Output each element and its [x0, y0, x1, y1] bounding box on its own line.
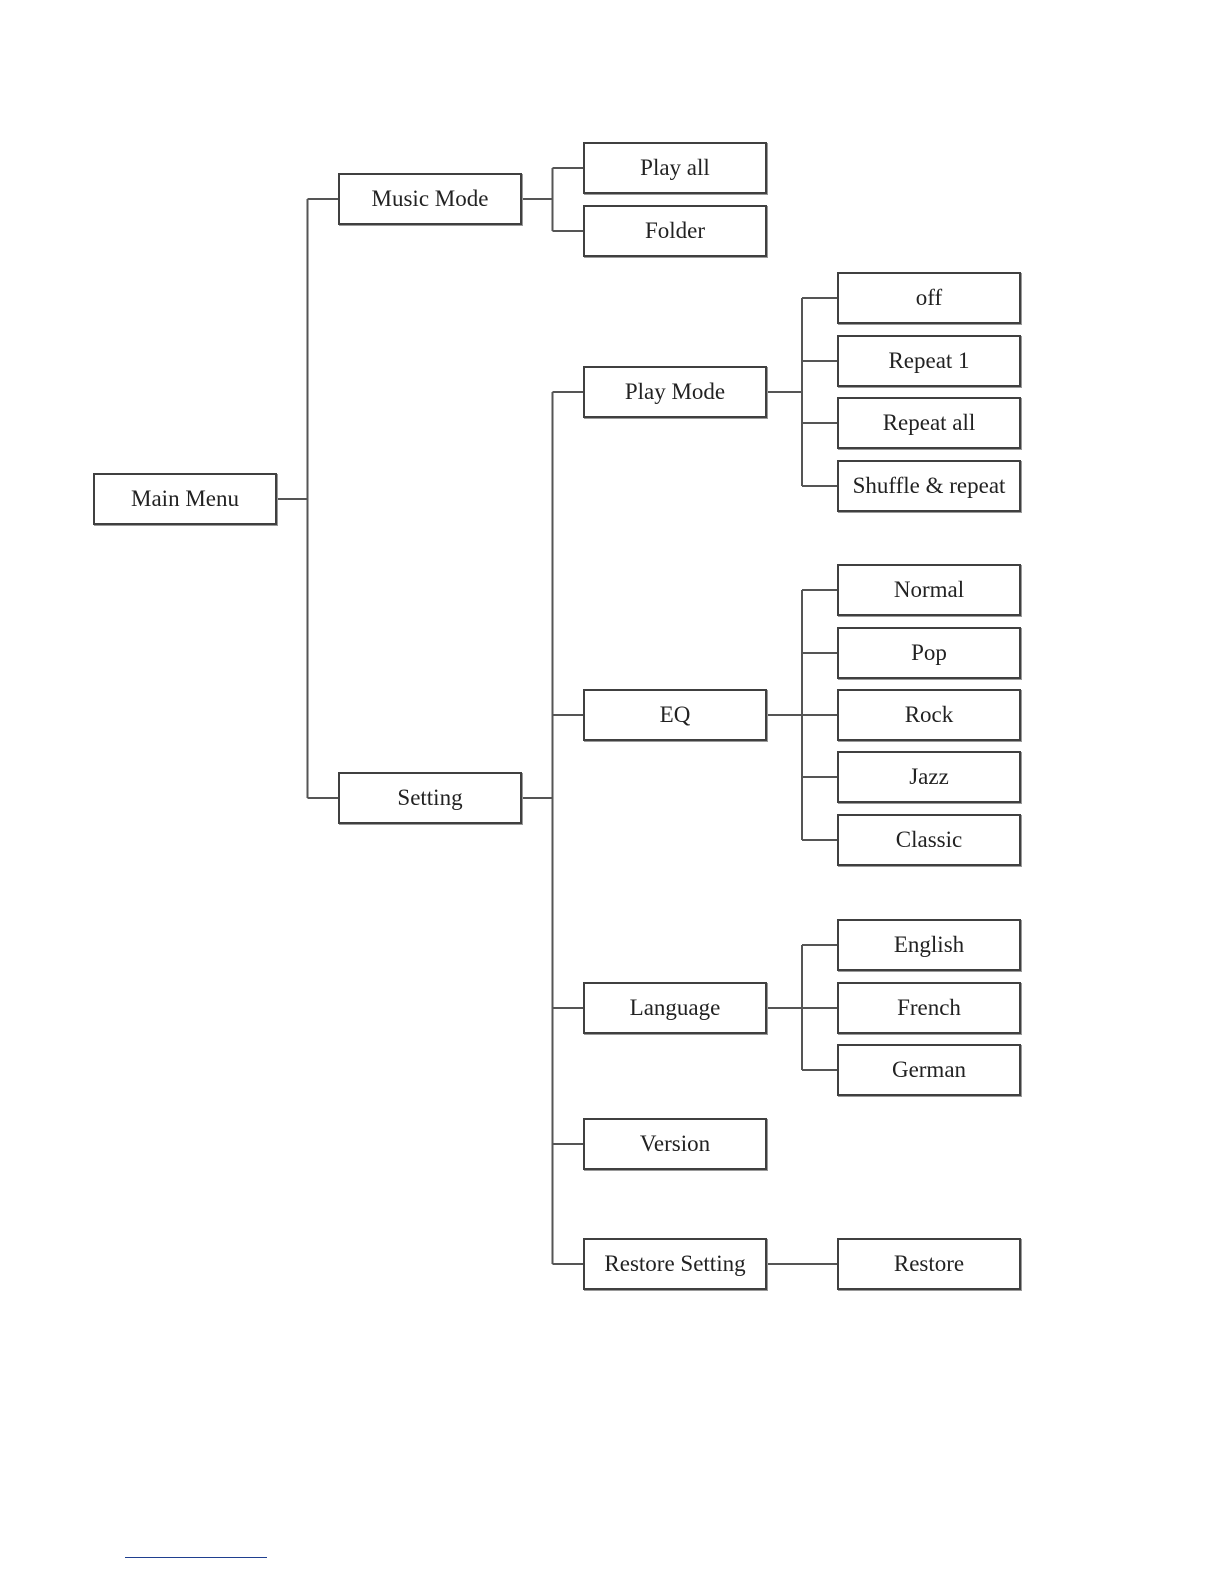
node-pop: Pop	[837, 627, 1021, 679]
node-off: off	[837, 272, 1021, 324]
node-main-menu: Main Menu	[93, 473, 277, 525]
node-setting: Setting	[338, 772, 522, 824]
node-french: French	[837, 982, 1021, 1034]
node-english: English	[837, 919, 1021, 971]
node-shuffle-repeat: Shuffle & repeat	[837, 460, 1021, 512]
node-restore: Restore	[837, 1238, 1021, 1290]
node-play-all: Play all	[583, 142, 767, 194]
node-version: Version	[583, 1118, 767, 1170]
node-german: German	[837, 1044, 1021, 1096]
node-normal: Normal	[837, 564, 1021, 616]
node-repeat-all: Repeat all	[837, 397, 1021, 449]
node-rock: Rock	[837, 689, 1021, 741]
footnote-rule	[125, 1557, 267, 1558]
node-jazz: Jazz	[837, 751, 1021, 803]
node-language: Language	[583, 982, 767, 1034]
node-folder: Folder	[583, 205, 767, 257]
node-repeat-1: Repeat 1	[837, 335, 1021, 387]
node-eq: EQ	[583, 689, 767, 741]
node-classic: Classic	[837, 814, 1021, 866]
node-restore-setting: Restore Setting	[583, 1238, 767, 1290]
node-play-mode: Play Mode	[583, 366, 767, 418]
node-music-mode: Music Mode	[338, 173, 522, 225]
